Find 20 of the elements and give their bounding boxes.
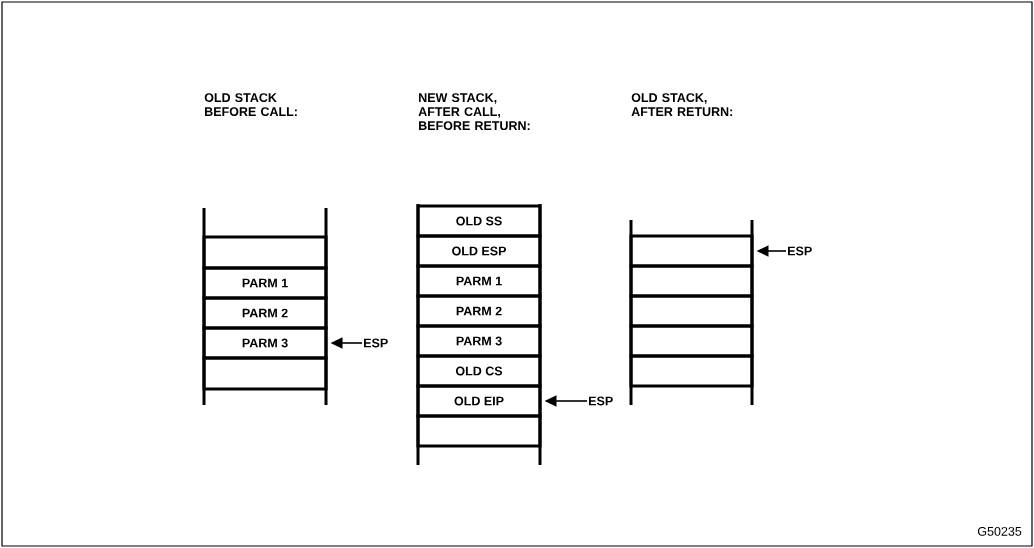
stack-cell: PARM 3: [202, 326, 328, 360]
stack-cell: PARM 2: [416, 294, 542, 328]
stack-cell: PARM 3: [416, 324, 542, 358]
pointer-label: ESP: [589, 396, 613, 406]
stack-cell: PARM 1: [202, 266, 328, 300]
figure-number: G50235: [977, 526, 1022, 536]
stack-cell: OLD CS: [416, 354, 542, 388]
column-heading: OLD STACK BEFORE CALL:: [204, 93, 297, 117]
column-heading: OLD STACK, AFTER RETURN:: [631, 93, 733, 117]
stack-cell: PARM 2: [202, 296, 328, 330]
column-heading: NEW STACK, AFTER CALL, BEFORE RETURN:: [418, 93, 530, 131]
empty-stack-cell: [416, 414, 542, 448]
stack-cell: PARM 1: [416, 264, 542, 298]
empty-stack-cell: [202, 356, 328, 391]
stack-cell: OLD SS: [416, 204, 542, 238]
stack-cell: OLD EIP: [416, 384, 542, 418]
empty-stack-cell: [629, 354, 754, 388]
stack-cell: OLD ESP: [416, 234, 542, 268]
pointer-label: ESP: [788, 246, 812, 256]
pointer-label: ESP: [364, 338, 388, 348]
